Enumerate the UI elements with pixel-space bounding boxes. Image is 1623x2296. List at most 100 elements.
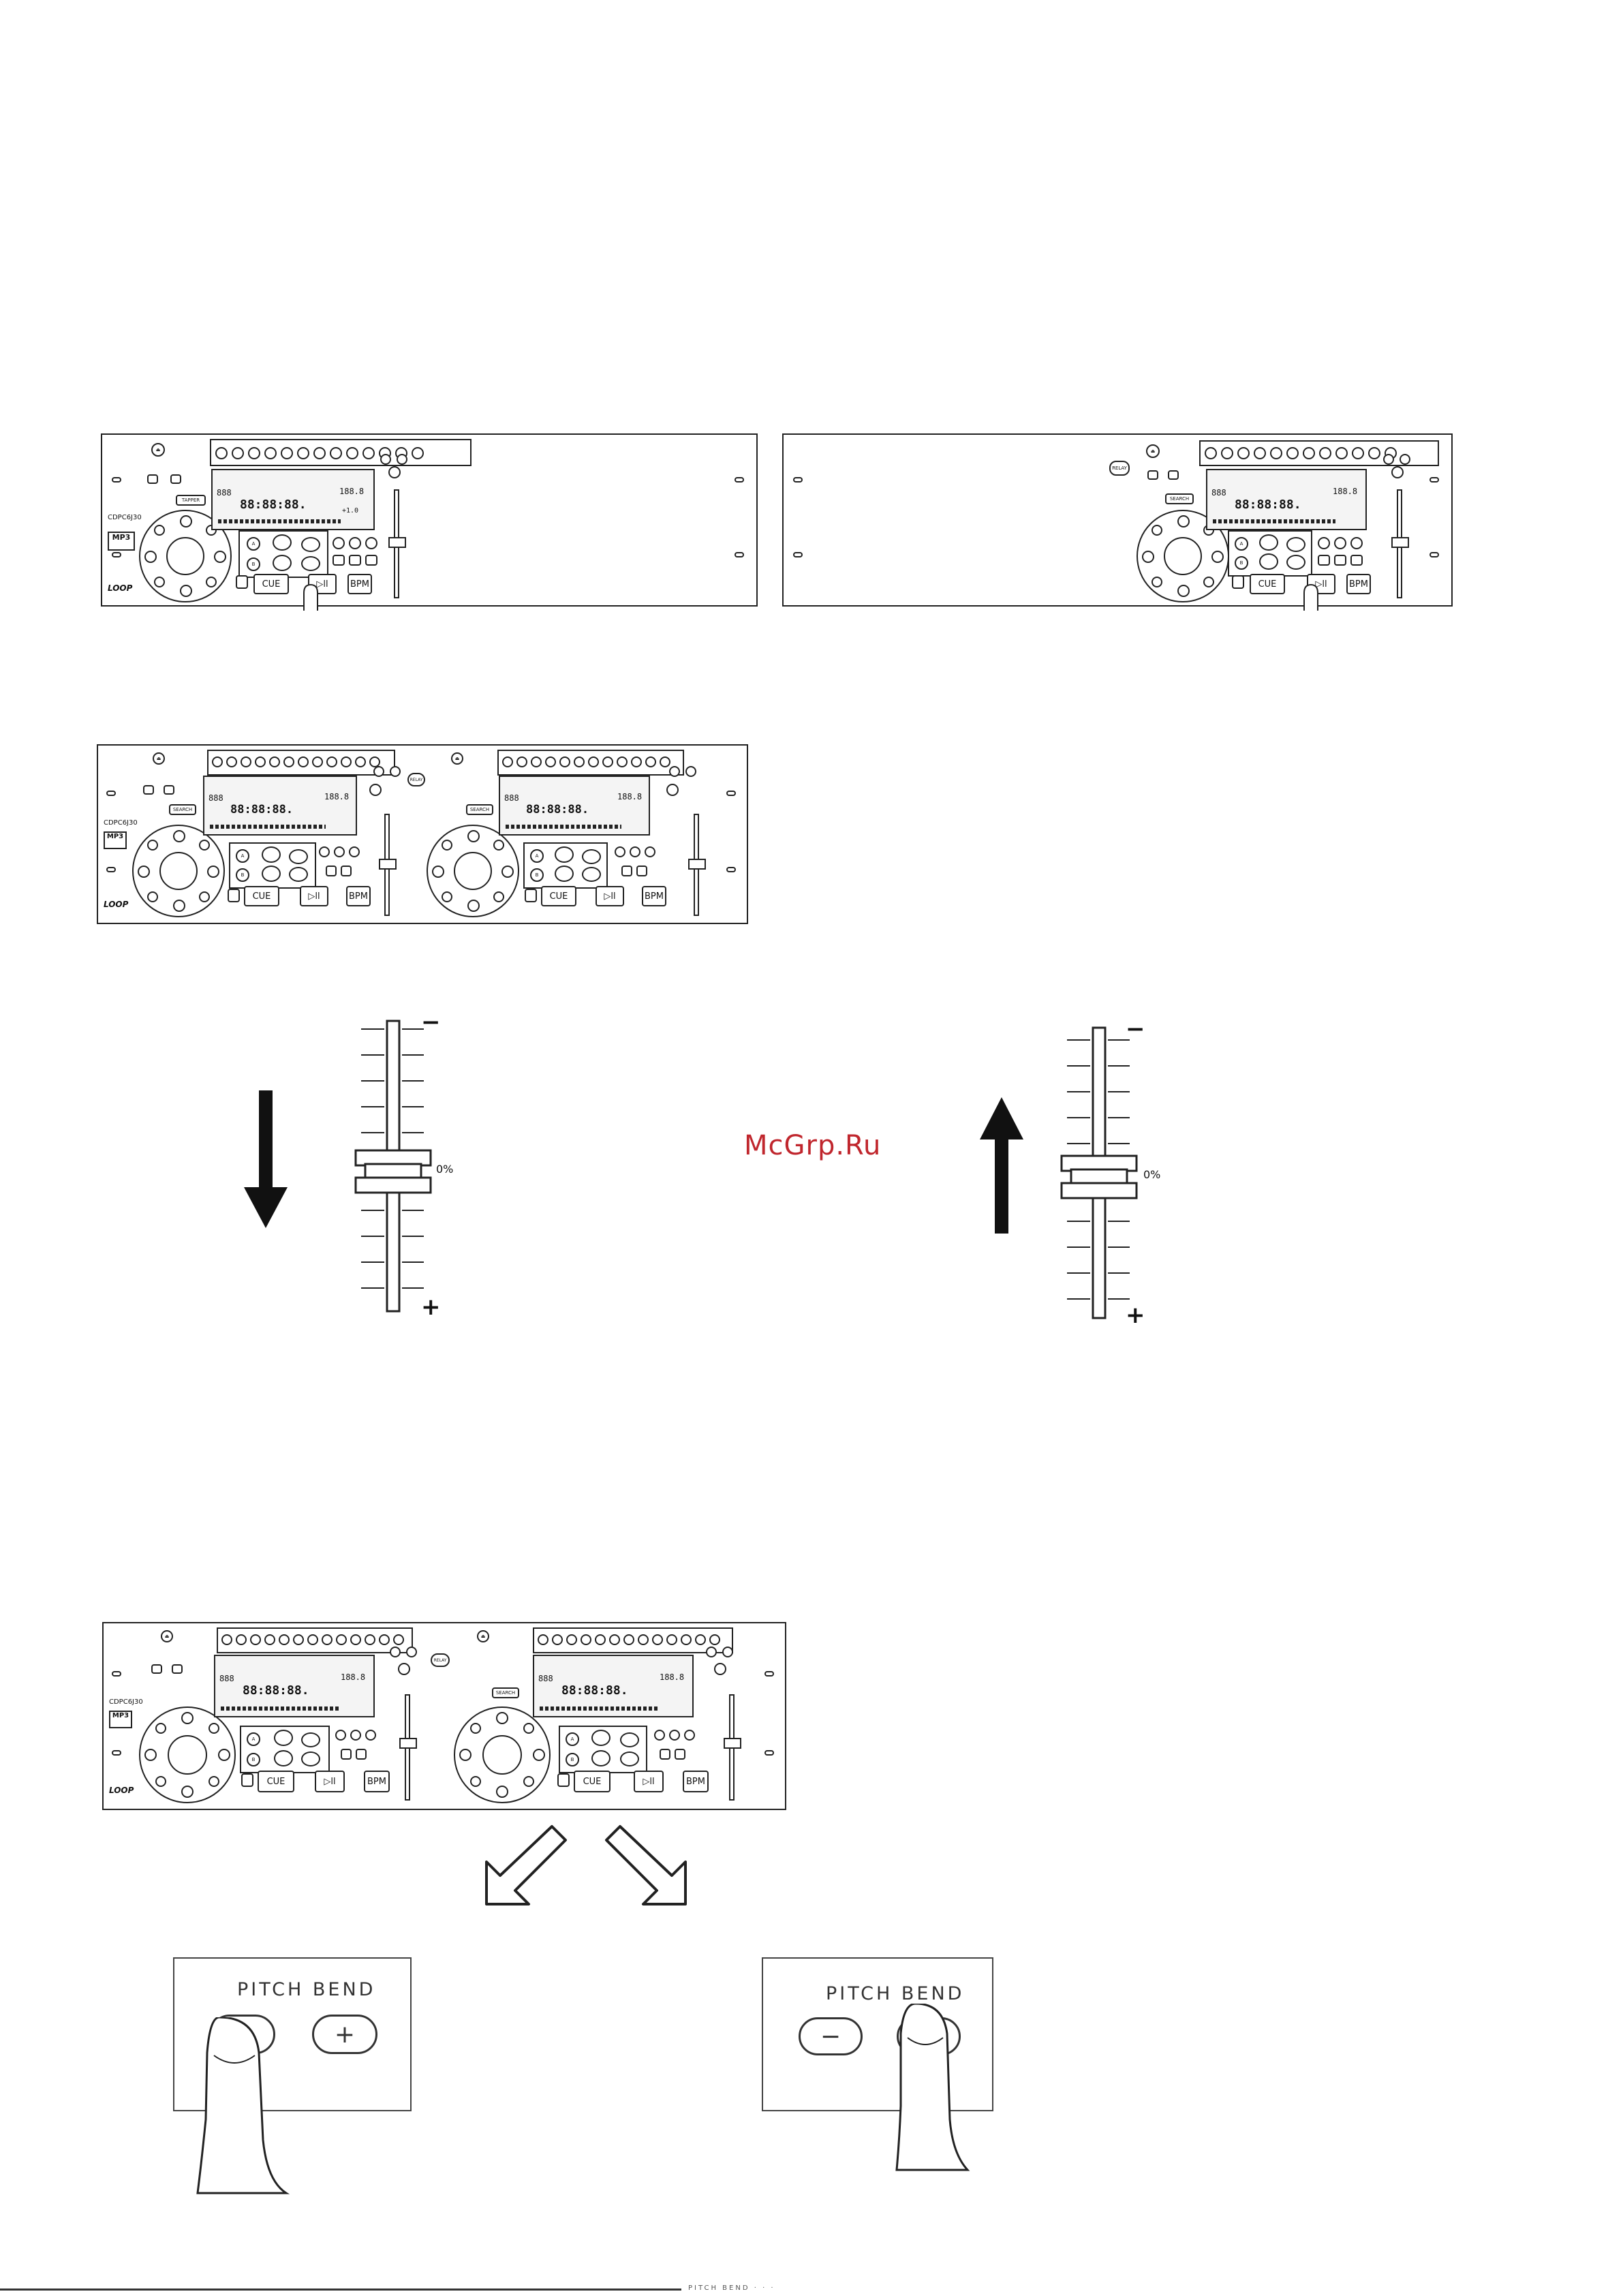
skip-button[interactable] [241, 1773, 253, 1787]
fwd-button[interactable] [365, 555, 377, 566]
rack-hole [112, 552, 121, 557]
lcd-bpm: 188.8 [339, 487, 365, 496]
cue-button[interactable]: CUE [574, 1771, 610, 1792]
reloop-button[interactable] [301, 537, 320, 552]
lcd-time: 88:88:88. [240, 498, 307, 512]
cue-button[interactable]: CUE [244, 886, 279, 906]
bpm-button[interactable]: BPM [364, 1771, 390, 1792]
cue-button[interactable]: CUE [1250, 574, 1285, 594]
fader-minus-label: − [421, 1009, 441, 1036]
small-button[interactable] [170, 474, 181, 484]
deck-panel-left-1: CDPC6J30 MP3 LOOP ⏏ TAPPER 888 88:88:88.… [101, 433, 758, 611]
pitch-fader-handle[interactable] [388, 537, 406, 548]
lcd-meter [218, 519, 341, 523]
relay-button[interactable]: RELAY [431, 1653, 450, 1667]
fader-plus-label: + [421, 1294, 441, 1321]
track-button[interactable] [365, 537, 377, 549]
track-button[interactable] [333, 537, 345, 549]
dual-deck-panel-2: CDPC6J30 MP3 LOOP ⏏ SEARCH 888 88:88:88.… [97, 744, 748, 924]
footer-text: PITCH BEND · · · [688, 2284, 775, 2292]
pitch-bend-plus-button[interactable] [397, 454, 407, 465]
eject-button[interactable]: ⏏ [1146, 444, 1160, 458]
arrow-down-left-icon [485, 1825, 567, 1905]
jog-wheel-b[interactable] [454, 1706, 551, 1803]
play-pause-button[interactable]: ▷ll [634, 1771, 664, 1792]
cue-button[interactable]: CUE [541, 886, 576, 906]
fader-plus-label: + [1126, 1302, 1145, 1329]
pitch-bend-title: PITCH BEND [237, 1979, 376, 2000]
bpm-button[interactable]: BPM [683, 1771, 709, 1792]
small-button[interactable] [1168, 470, 1179, 480]
lcd-row1: 888 [217, 488, 232, 498]
skip-button[interactable] [236, 575, 248, 589]
finger-press-plus-icon [895, 2004, 970, 2171]
lcd-display-b: 888 88:88:88. 188.8 [499, 776, 650, 836]
pitch-bend-minus-button[interactable] [380, 454, 391, 465]
loop-out-button[interactable] [273, 555, 292, 571]
lcd-display-a: 888 88:88:88. 188.8 [214, 1655, 375, 1717]
lcd-time: 88:88:88. [1235, 498, 1301, 512]
skip-button[interactable] [525, 889, 537, 902]
search-button[interactable]: SEARCH [492, 1687, 519, 1698]
lcd-display: 888 88:88:88. 188.8 [1206, 469, 1367, 530]
play-pause-button[interactable]: ▷ll [596, 886, 624, 906]
model-label: CDPC6J30 [104, 819, 138, 827]
fader-zero-label: 0% [436, 1163, 454, 1176]
tapper-button[interactable]: TAPPER [176, 495, 206, 506]
track-button[interactable] [349, 537, 361, 549]
finger-press-minus-icon [196, 2017, 290, 2194]
loop-a-button[interactable]: A [247, 537, 260, 551]
dual-deck-panel-3: CDPC6J30 MP3 LOOP ⏏ 888 88:88:88. 188.8 … [102, 1622, 786, 1810]
exit-button[interactable] [301, 556, 320, 571]
cue-button[interactable]: CUE [258, 1771, 294, 1792]
pitch-fader-handle[interactable] [1391, 537, 1409, 548]
skip-button[interactable] [557, 1773, 570, 1787]
skip-button[interactable] [228, 889, 240, 902]
small-button[interactable] [147, 474, 158, 484]
mp3-badge: MP3 [108, 532, 135, 551]
rack-hole [735, 477, 744, 483]
jog-wheel-a[interactable] [139, 1706, 236, 1803]
pitch-bend-plus-button[interactable]: + [312, 2015, 377, 2054]
loop-logo: LOOP [104, 900, 129, 909]
lcd-display-a: 888 88:88:88. 188.8 [203, 776, 357, 836]
jog-wheel-a[interactable] [132, 825, 225, 917]
next-button[interactable] [349, 555, 361, 566]
lcd-row1: 888 [1211, 488, 1226, 498]
search-button[interactable]: SEARCH [466, 804, 493, 815]
fader-minus-label: − [1126, 1015, 1145, 1043]
bpm-button[interactable]: BPM [346, 886, 371, 906]
relay-button[interactable]: RELAY [1109, 461, 1130, 476]
prev-button[interactable] [333, 555, 345, 566]
cue-button[interactable]: CUE [253, 574, 289, 594]
deck-panel-right-1: RELAY ⏏ SEARCH 888 88:88:88. 188.8 A B [782, 433, 1453, 611]
small-button[interactable] [1147, 470, 1158, 480]
play-pause-button[interactable]: ▷ll [315, 1771, 345, 1792]
pitch-bend-minus-button[interactable]: − [799, 2017, 863, 2055]
search-button[interactable]: SEARCH [1165, 493, 1194, 504]
eject-button[interactable]: ⏏ [151, 443, 165, 457]
pitch-button[interactable] [388, 466, 401, 478]
bpm-button[interactable]: BPM [642, 886, 666, 906]
pitch-fader-diagram-left: − + 0% [238, 1009, 463, 1329]
jog-wheel-b[interactable] [427, 825, 519, 917]
lcd-display: 888 88:88:88. 188.8 +1.0 [211, 469, 375, 530]
pitch-fader-handle[interactable] [379, 859, 397, 870]
play-pause-button[interactable]: ▷ll [300, 886, 328, 906]
model-label: CDPC6J30 [109, 1698, 143, 1706]
loop-section: A B [238, 530, 328, 578]
relay-button[interactable]: RELAY [407, 773, 425, 786]
loop-logo: LOOP [108, 583, 133, 593]
lcd-display-b: 888 88:88:88. 188.8 [533, 1655, 694, 1717]
loop-b-button[interactable]: B [247, 557, 260, 571]
bpm-button[interactable]: BPM [347, 574, 372, 594]
footer-rule [0, 2289, 681, 2291]
rack-hole [735, 552, 744, 557]
pitch-fader-handle[interactable] [688, 859, 706, 870]
fader-zero-label: 0% [1143, 1168, 1161, 1181]
loop-button[interactable] [273, 534, 292, 551]
bpm-button[interactable]: BPM [1346, 574, 1371, 594]
search-button[interactable]: SEARCH [169, 804, 196, 815]
skip-button[interactable] [1232, 575, 1244, 589]
mp3-badge: MP3 [104, 831, 127, 849]
